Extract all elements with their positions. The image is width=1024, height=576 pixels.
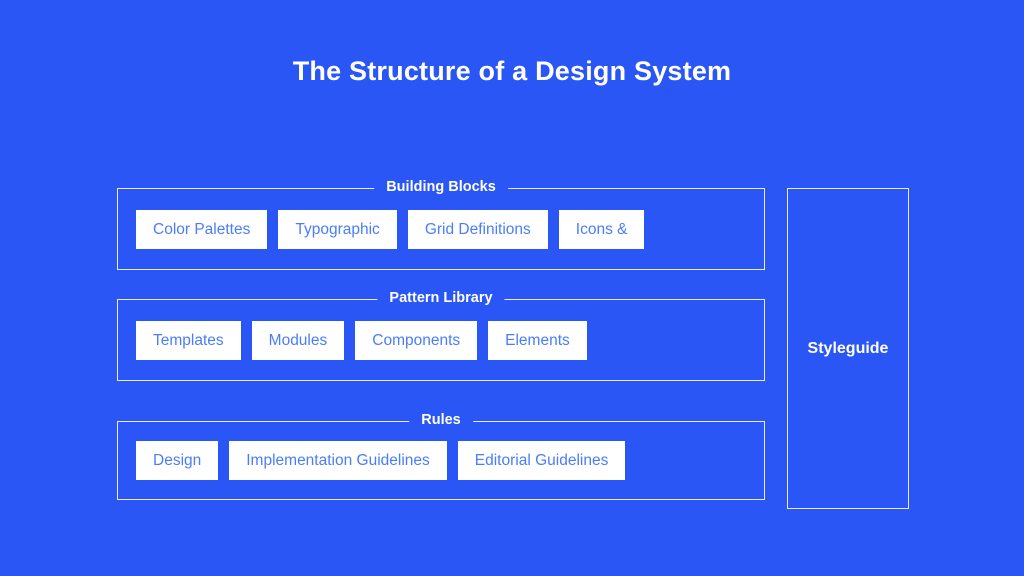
styleguide-label: Styleguide (807, 339, 889, 357)
chip-templates[interactable]: Templates (136, 320, 241, 360)
chip-components[interactable]: Components (355, 320, 478, 360)
group-body-rules: Design Implementation Guidelines Editori… (118, 422, 764, 499)
chip-design[interactable]: Design (136, 441, 219, 480)
chip-modules[interactable]: Modules (251, 320, 345, 360)
chip-typographic[interactable]: Typographic (278, 209, 397, 249)
styleguide-panel[interactable]: Styleguide (787, 188, 909, 509)
chip-elements[interactable]: Elements (488, 320, 587, 360)
group-rules: Rules Design Implementation Guidelines E… (117, 411, 765, 500)
diagram-left-column: Building Blocks Color Palettes Typograph… (117, 178, 765, 510)
chip-implementation-guidelines[interactable]: Implementation Guidelines (229, 441, 447, 480)
group-legend-rules: Rules (409, 411, 473, 430)
page-title: The Structure of a Design System (292, 56, 732, 86)
diagram-stage: Building Blocks Color Palettes Typograph… (117, 178, 909, 510)
group-legend-pattern-library: Pattern Library (377, 289, 505, 308)
group-pattern-library: Pattern Library Templates Modules Compon… (117, 289, 765, 381)
chip-grid-definitions[interactable]: Grid Definitions (407, 209, 548, 249)
group-building-blocks: Building Blocks Color Palettes Typograph… (117, 178, 765, 270)
chip-icons[interactable]: Icons & (558, 209, 645, 249)
chip-editorial-guidelines[interactable]: Editorial Guidelines (457, 441, 626, 480)
group-body-pattern-library: Templates Modules Components Elements (118, 300, 764, 380)
group-body-building-blocks: Color Palettes Typographic Grid Definiti… (118, 189, 764, 269)
group-legend-building-blocks: Building Blocks (374, 178, 508, 197)
chip-color-palettes[interactable]: Color Palettes (136, 209, 268, 249)
